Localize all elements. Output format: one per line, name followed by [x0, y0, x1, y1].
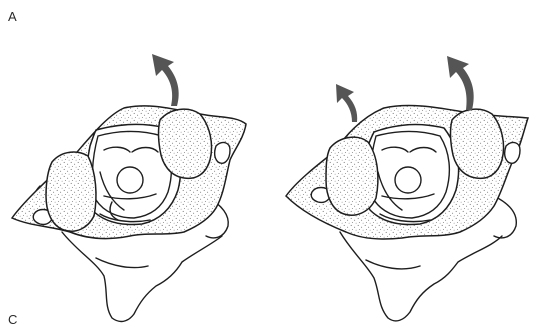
vertebra-left-dens	[117, 167, 143, 193]
rotation-arrow-left-panel	[152, 54, 179, 106]
vertebra-right-foramen-right	[505, 143, 520, 164]
rotation-arrow-large	[447, 56, 474, 110]
vertebra-left-inferior-notch	[96, 258, 148, 268]
vertebra-right-canal	[370, 132, 449, 222]
vertebra-left-foramen-right	[215, 143, 230, 164]
vertebra-right-facet-right	[451, 109, 504, 178]
vertebra-left	[12, 106, 246, 322]
vertebra-right-dens	[395, 167, 421, 193]
vertebra-left-inferior-body	[62, 232, 222, 321]
vertebra-right-lateral-mass	[494, 196, 516, 238]
vertebra-right	[286, 105, 528, 320]
vertebra-right-inferior-body	[340, 232, 502, 321]
vertebra-left-facet-right	[159, 109, 212, 178]
vertebra-right-inferior-notch	[366, 260, 420, 269]
rotation-arrow-small	[336, 84, 357, 122]
vertebra-right-facet-left	[326, 137, 378, 215]
vertebra-left-facet-left	[46, 152, 96, 231]
